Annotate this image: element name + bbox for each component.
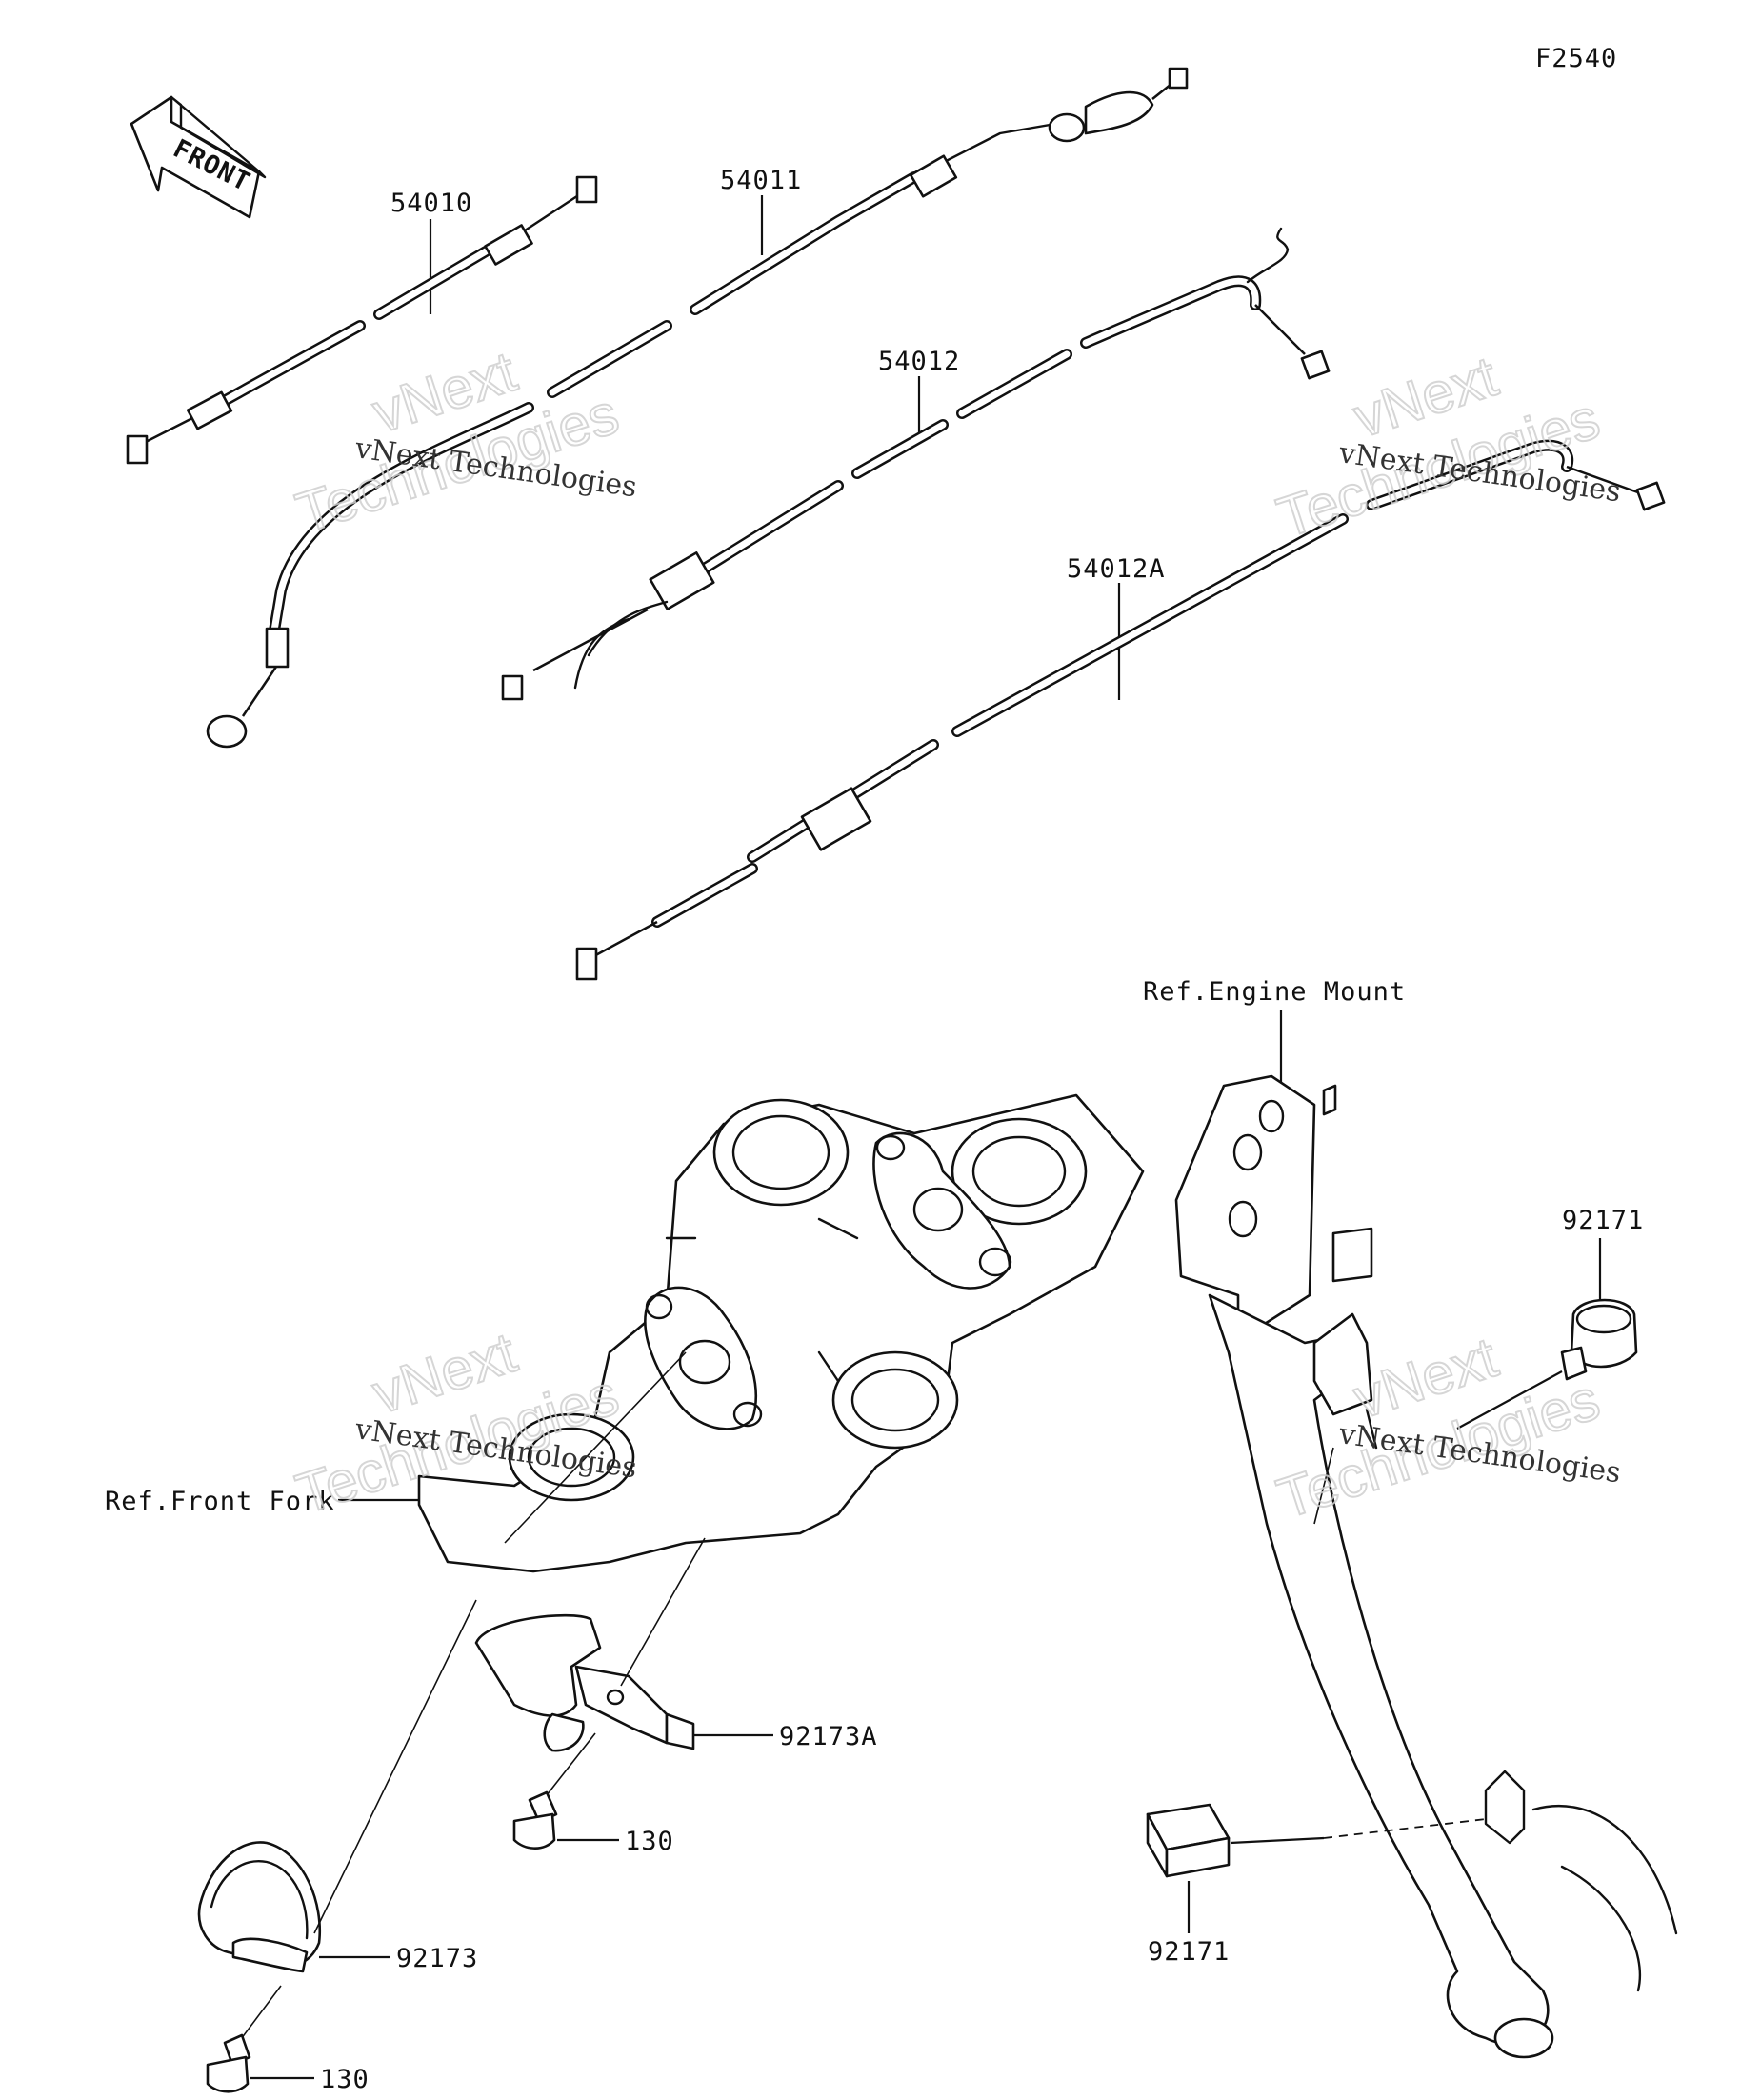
label-54010: 54010 xyxy=(390,189,472,218)
label-54012: 54012 xyxy=(878,347,960,376)
ref-front-fork-label: Ref.Front Fork xyxy=(105,1487,335,1516)
label-54011: 54011 xyxy=(720,166,802,195)
front-arrow-icon: FRONT xyxy=(130,95,267,219)
label-92173a: 92173A xyxy=(779,1722,878,1751)
cable-54012: 54012 xyxy=(501,227,1331,701)
label-54012a: 54012A xyxy=(1067,554,1166,584)
ref-engine-mount-label: Ref.Engine Mount xyxy=(1143,977,1406,1007)
cable-54010: 54010 xyxy=(126,175,598,465)
label-130-lower: 130 xyxy=(320,2065,370,2094)
bolt-130-lower: 130 xyxy=(206,1985,370,2094)
clamp-92173a: 92173A xyxy=(474,1537,878,1752)
clamp-92171-lower: 92171 xyxy=(1146,1803,1487,1967)
cable-54012a: 54012A xyxy=(575,439,1666,981)
cable-54011: 54011 xyxy=(206,67,1189,749)
figure-code: F2540 xyxy=(1535,44,1617,73)
label-130-upper: 130 xyxy=(625,1827,674,1856)
clamp-92171-upper: 92171 xyxy=(1456,1206,1644,1430)
steering-stem-bracket xyxy=(417,1093,1145,1573)
label-92171-upper: 92171 xyxy=(1562,1206,1644,1235)
label-92171-lower: 92171 xyxy=(1148,1937,1230,1967)
engine-mount-frame xyxy=(1174,1074,1678,2059)
bolt-130-upper: 130 xyxy=(512,1732,674,1856)
label-92173: 92173 xyxy=(396,1944,478,1973)
watermark: vNext Technologies vNext Technologies vN… xyxy=(288,338,1623,1531)
clamp-92173: 92173 xyxy=(197,1599,478,1973)
